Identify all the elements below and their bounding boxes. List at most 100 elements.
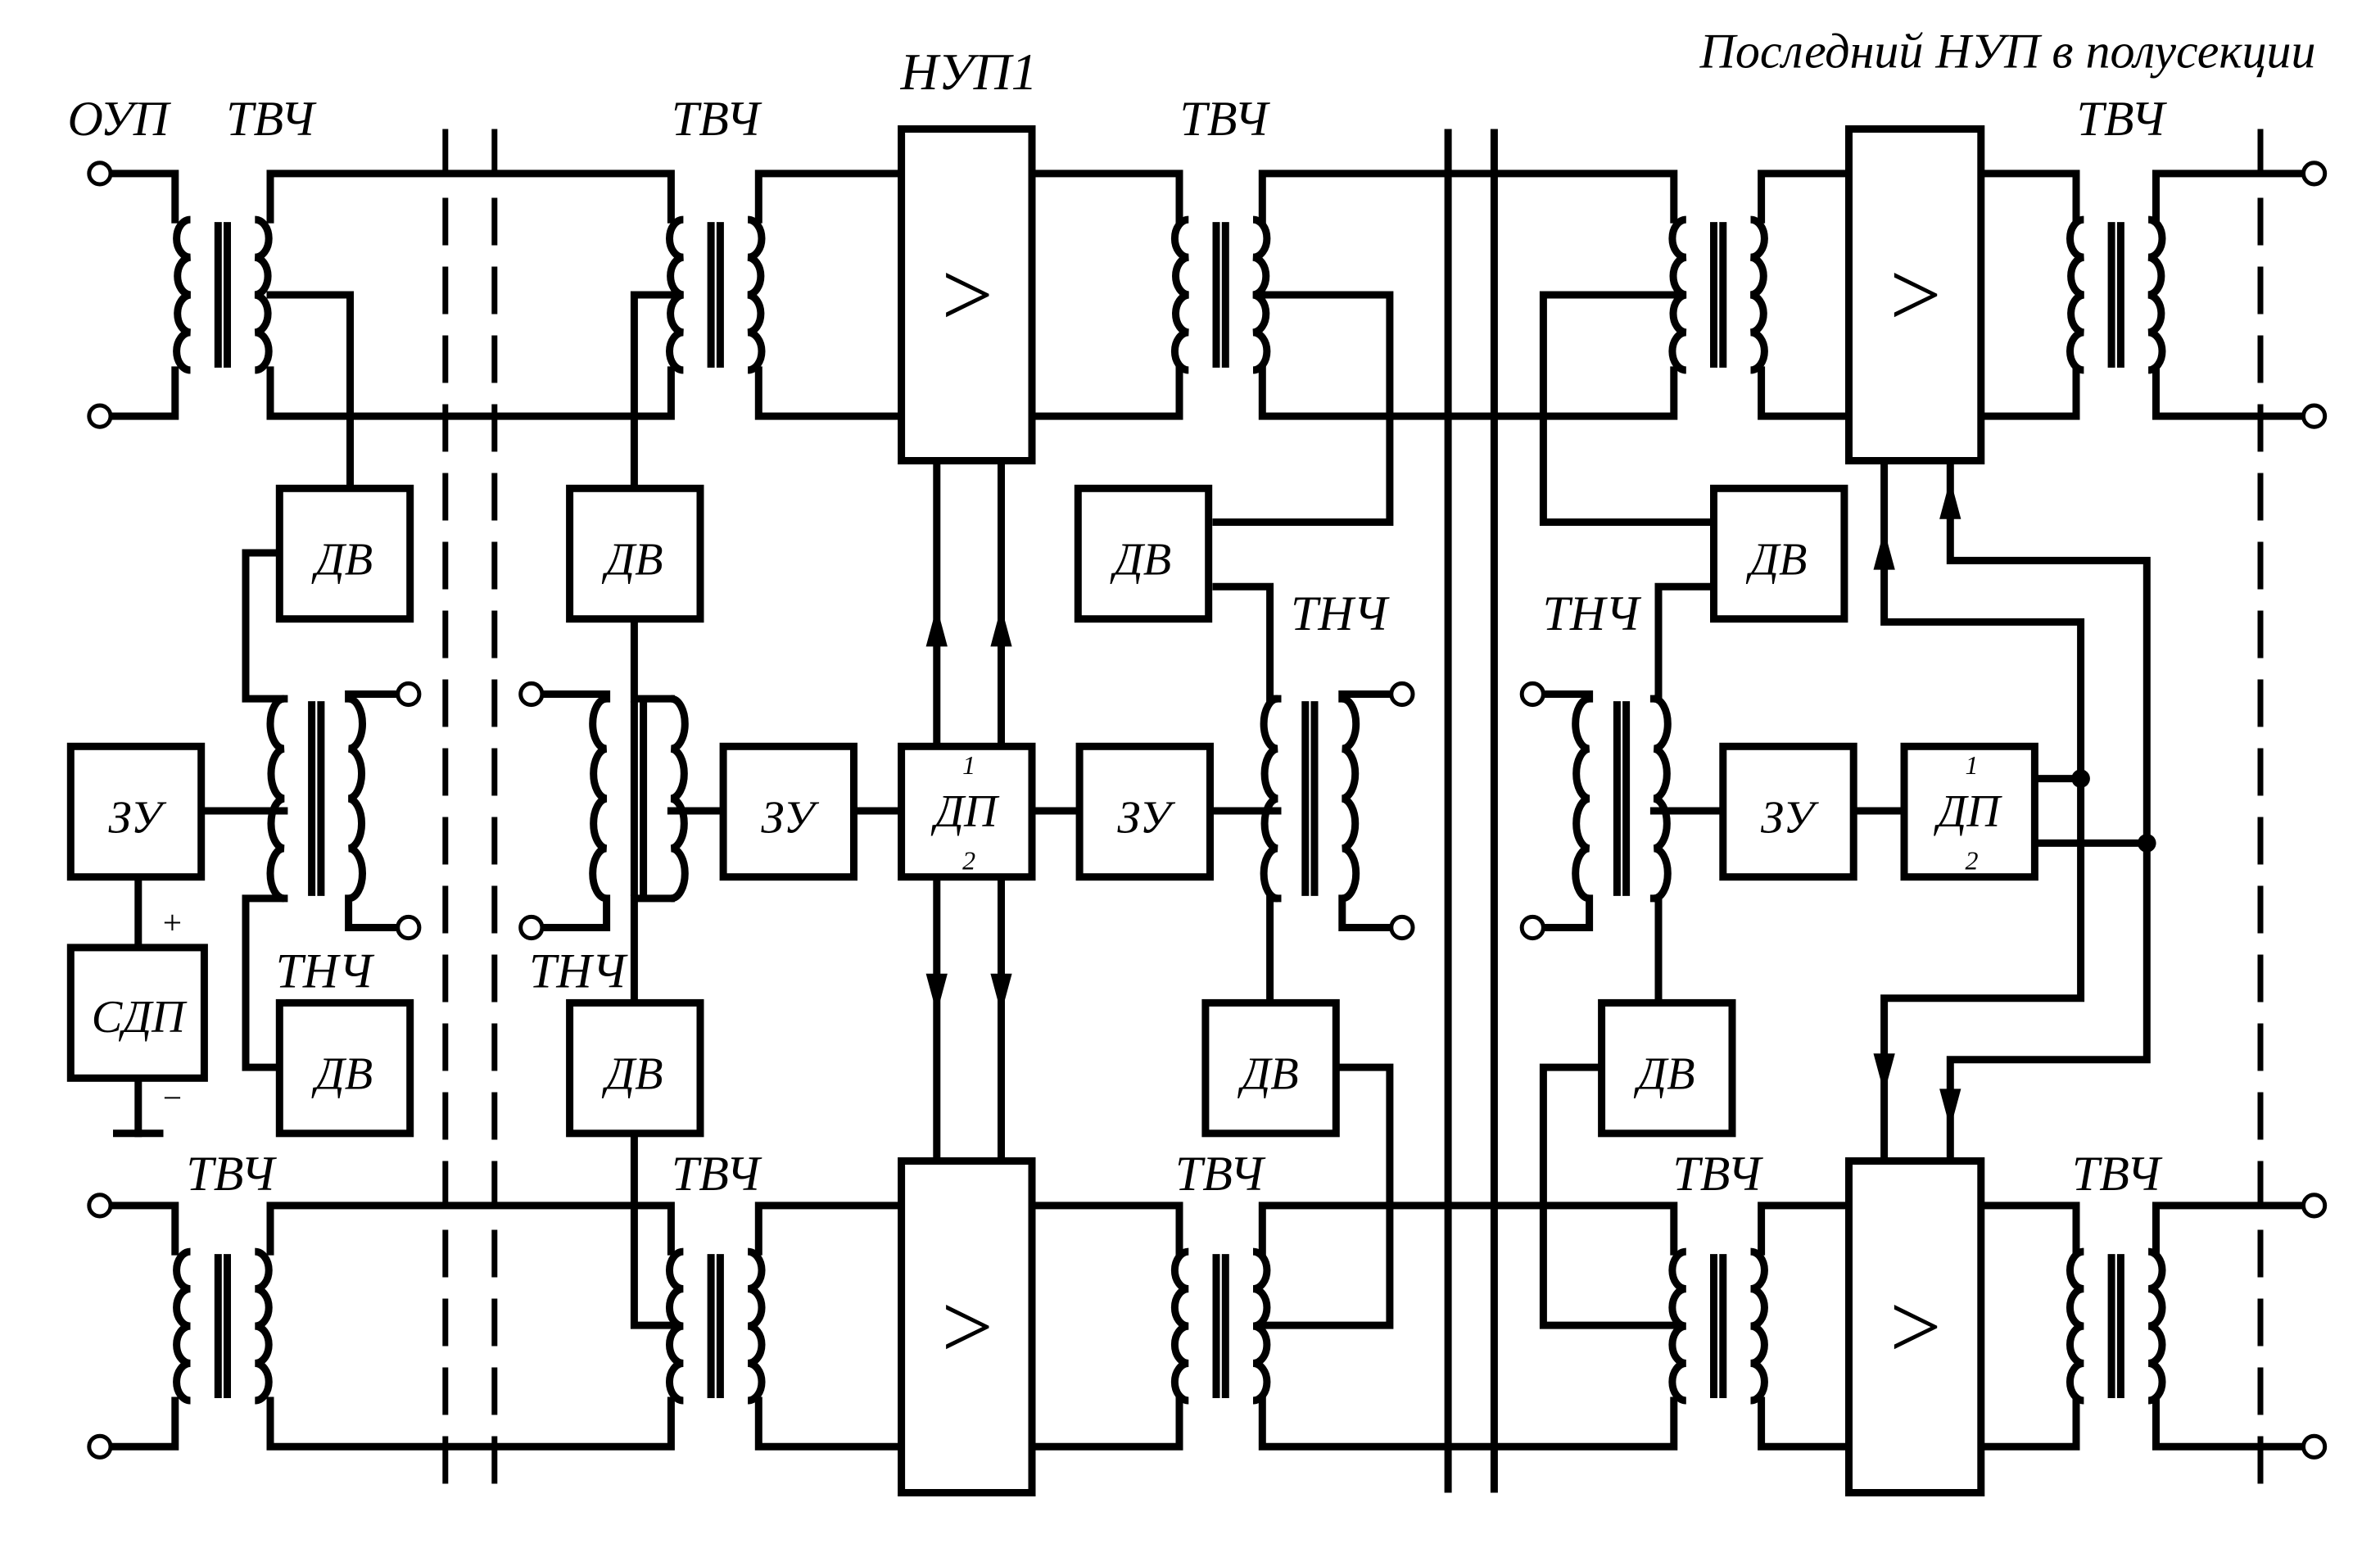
amplifier-last-top-symbol: > [1884, 245, 1946, 346]
wire [1946, 457, 2151, 847]
sdp-label: СДП [92, 992, 188, 1043]
components [66, 125, 2328, 1496]
dv-oup-top-label: ДВ [311, 534, 373, 585]
zu-nup1-left [719, 742, 857, 881]
terminal-bottom-right-a [2301, 1193, 2328, 1219]
wire [1212, 582, 1282, 703]
dv-last-top-label: ДВ [1745, 534, 1807, 585]
wire [2152, 366, 2307, 420]
arrow-up [925, 606, 948, 647]
wires [106, 170, 2307, 1451]
section-dividers [442, 129, 2264, 1493]
tvch-bottom-5-secondary-coil [2147, 1247, 2166, 1405]
diagram-title: Последний НУП в полусекции [1699, 25, 2316, 79]
terminal-tnch-right-b [1389, 914, 1415, 941]
label-nup1: НУП1 [900, 43, 1038, 101]
wire [1946, 839, 2151, 1165]
tvch-top-3-primary-coil [1170, 215, 1190, 374]
wire [754, 1202, 906, 1256]
wire [754, 170, 906, 224]
wire [266, 291, 354, 492]
zu-oup-label: ЗУ [108, 792, 166, 843]
terminal-tnch-left-b [518, 914, 545, 941]
amplifier-last-bottom-symbol: > [1884, 1277, 1946, 1378]
wire [1758, 1202, 1853, 1256]
dv-oup-bottom-label: ДВ [311, 1048, 373, 1099]
tvch-top-5-primary-coil [2066, 215, 2085, 374]
label-tvch-bottom-4: ТВЧ [1672, 1147, 1763, 1201]
wire [1758, 1396, 1853, 1451]
wire [630, 291, 675, 492]
dv-oup-bottom [275, 998, 414, 1138]
tvch-top-1-secondary-coil [254, 215, 273, 374]
arrow-up [990, 606, 1012, 647]
wire [242, 549, 288, 703]
arrow-up [1939, 479, 1961, 519]
terminal-tnch-last-a [1519, 681, 1545, 708]
wire [754, 366, 906, 420]
tvch-top-4-primary-coil [1668, 215, 1687, 374]
tvch-top-5-secondary-coil [2147, 215, 2166, 374]
terminal-tnch-oup-b [396, 914, 422, 941]
wire [106, 1202, 179, 1256]
tvch-bottom-4-primary-coil [1668, 1247, 1687, 1405]
wire [1977, 170, 2080, 224]
wire [1977, 1396, 2080, 1451]
tvch-top-2-secondary-coil [747, 215, 766, 374]
dv-nup1-right-top-label: ДВ [1110, 534, 1171, 585]
dv-nup1-right-bottom [1201, 998, 1340, 1138]
zu-last-label: ЗУ [1761, 792, 1819, 843]
dp-nup1-label: ДП [930, 786, 1000, 837]
amplifier-nup1-bottom [898, 1157, 1036, 1496]
label-tvch-top-5: ТВЧ [2077, 92, 2168, 146]
tnch-right-secondary-coil [1341, 695, 1360, 903]
dv-left-top [566, 484, 704, 623]
terminal-top-right-b [2301, 403, 2328, 429]
label-tvch-bottom-5: ТВЧ [2072, 1147, 2163, 1201]
amplifier-last-top [1845, 125, 1985, 464]
tvch-bottom-3-primary-coil [1170, 1247, 1189, 1405]
tnch-last-secondary-coil [1653, 695, 1672, 903]
wire [106, 170, 179, 224]
dv-last-bottom [1598, 998, 1736, 1138]
zu-nup1-right-label: ЗУ [1117, 792, 1175, 843]
dv-left-bottom-label: ДВ [601, 1048, 663, 1099]
wire [106, 1396, 179, 1451]
terminal-top-left-a [87, 161, 113, 187]
tnch-oup-secondary-coil [347, 695, 366, 903]
wire [266, 1202, 675, 1256]
label-tvch-bottom-3: ТВЧ [1175, 1147, 1266, 1201]
junction-dot [2071, 769, 2090, 788]
tvch-bottom-4-secondary-coil [1750, 1247, 1768, 1405]
wire [266, 1396, 675, 1451]
arrow-down [1939, 1089, 1961, 1129]
terminal-bottom-right-b [2301, 1433, 2328, 1460]
zu-oup [66, 742, 206, 881]
tvch-bottom-1-primary-coil [173, 1247, 191, 1405]
wire [106, 366, 179, 420]
wire [1266, 894, 1282, 1007]
dp-last-label: ДП [1934, 786, 2003, 837]
wire [1028, 366, 1183, 420]
label-tvch-bottom-2: ТВЧ [672, 1147, 762, 1201]
dp-nup1-port-1: 1 [962, 751, 975, 780]
wire [1880, 457, 2085, 783]
wire [1258, 1202, 1678, 1256]
wire [345, 894, 400, 931]
tvch-top-4-secondary-coil [1749, 215, 1768, 374]
tvch-bottom-1-secondary-coil [254, 1247, 273, 1405]
label-tnch-left: ТНЧ [529, 944, 629, 998]
dp-nup1 [898, 742, 1036, 881]
wire [1539, 291, 1717, 526]
label-tvch-top-1: ТВЧ [226, 92, 317, 146]
dv-nup1-right-bottom-label: ДВ [1237, 1048, 1298, 1099]
wire [754, 1396, 906, 1451]
label-tvch-top-2: ТВЧ [672, 92, 762, 146]
tvch-bottom-3-secondary-coil [1252, 1247, 1271, 1405]
terminal-tnch-right-a [1389, 681, 1415, 708]
dv-last-bottom-label: ДВ [1633, 1048, 1695, 1099]
terminal-bottom-left-b [87, 1433, 113, 1460]
wire [1758, 366, 1853, 420]
wire [1649, 894, 1663, 1007]
amplifier-nup1-top [898, 125, 1036, 464]
